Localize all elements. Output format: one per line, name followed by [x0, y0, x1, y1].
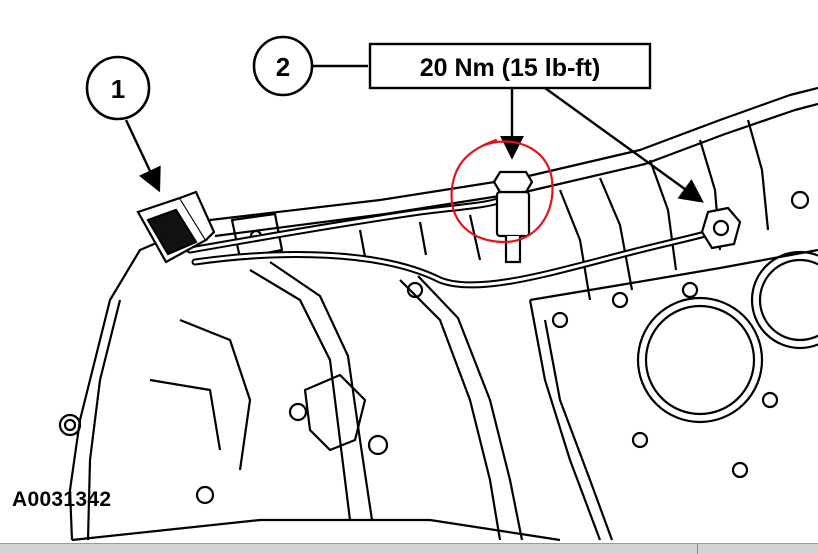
engine-block — [58, 86, 818, 542]
torque-spec-label: 20 Nm (15 lb-ft) — [420, 54, 601, 82]
figure-reference-code: A0031342 — [12, 488, 112, 511]
callout-1: 1 — [85, 55, 161, 193]
status-bar-divider — [697, 544, 698, 554]
callout-2: 2 20 Nm (15 lb-ft) — [252, 35, 704, 203]
callout-1-number: 1 — [111, 74, 125, 104]
torque-spec-box — [368, 42, 652, 90]
knock-sensor-rear — [700, 206, 742, 250]
sensor-harness — [186, 196, 716, 289]
harness-connector — [136, 190, 216, 264]
knock-sensor-front — [492, 170, 534, 264]
viewer-status-bar — [0, 543, 818, 554]
callout-2-number: 2 — [276, 52, 290, 82]
highlight-circle — [450, 138, 554, 244]
